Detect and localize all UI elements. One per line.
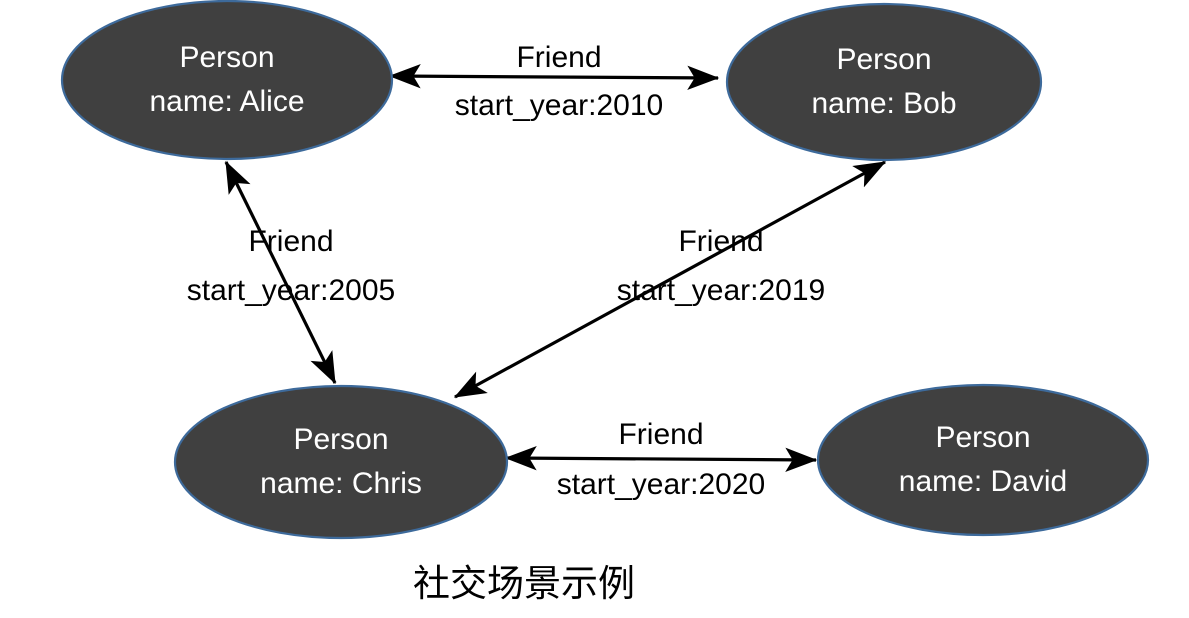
node-shape-alice (60, 0, 394, 161)
node-name-label-chris: name: Chris (260, 467, 422, 500)
node-chris[interactable]: Person name: Chris (173, 384, 509, 540)
edge-property-label-chris-alice: start_year:2005 (187, 274, 395, 307)
edge-property-label-chris-david: start_year:2020 (557, 468, 765, 501)
edge-chris-alice[interactable] (224, 160, 337, 385)
edges-layer (224, 64, 887, 472)
node-type-label-chris: Person (293, 423, 388, 456)
diagram-caption: 社交场景示例 (413, 563, 635, 604)
node-type-label-david: Person (935, 421, 1030, 454)
node-type-label-alice: Person (179, 41, 274, 74)
node-alice[interactable]: Person name: Alice (60, 0, 394, 161)
edge-type-label-chris-alice: Friend (248, 225, 333, 258)
node-shape-bob (725, 2, 1043, 162)
edge-chris-david[interactable] (504, 446, 818, 472)
edge-property-label-alice-bob: start_year:2010 (455, 89, 663, 122)
node-name-label-alice: name: Alice (149, 85, 304, 118)
edge-alice-bob[interactable] (388, 64, 720, 90)
node-shape-david (816, 383, 1150, 537)
edge-labels-layer: Friendstart_year:2010Friendstart_year:20… (187, 41, 825, 501)
edge-type-label-chris-david: Friend (618, 418, 703, 451)
edge-chris-bob[interactable] (453, 160, 887, 399)
node-name-label-david: name: David (899, 465, 1067, 498)
node-bob[interactable]: Person name: Bob (725, 2, 1043, 162)
edge-type-label-chris-bob: Friend (678, 225, 763, 258)
edge-type-label-alice-bob: Friend (516, 41, 601, 74)
edge-property-label-chris-bob: start_year:2019 (617, 274, 825, 307)
node-name-label-bob: name: Bob (811, 87, 956, 120)
node-shape-chris (173, 384, 509, 540)
node-david[interactable]: Person name: David (816, 383, 1150, 537)
node-type-label-bob: Person (836, 43, 931, 76)
